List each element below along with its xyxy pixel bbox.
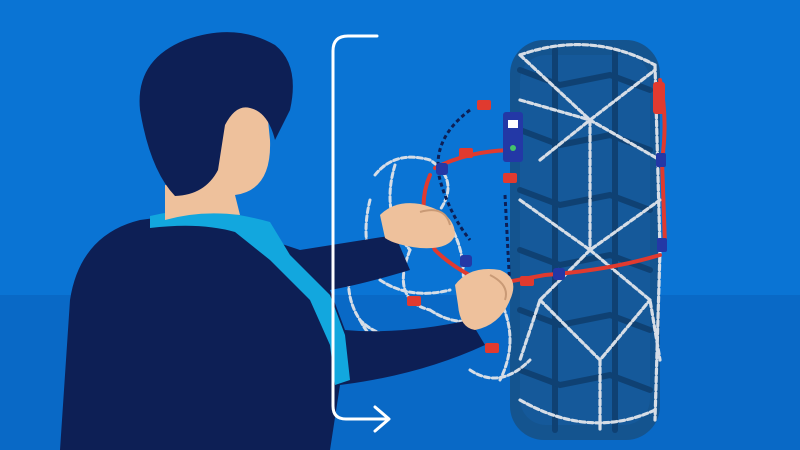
chain-hook [459, 148, 473, 158]
pull-direction-arrow-icon [331, 34, 391, 433]
chain-tensioner [503, 112, 523, 162]
chain-hook [477, 100, 491, 110]
chain-hook [503, 173, 517, 183]
ear [247, 134, 265, 162]
person [60, 32, 514, 450]
inner-cable [436, 108, 512, 291]
jacket [60, 212, 485, 450]
chain-hooks [407, 82, 665, 353]
hand-upper [380, 203, 455, 249]
chain-hook [653, 82, 665, 114]
hair [139, 32, 293, 196]
jacket-accent [150, 210, 350, 385]
chain-hook [485, 343, 499, 353]
chain-clamps [436, 153, 667, 280]
hand-lower [455, 269, 514, 330]
chain-hook [407, 296, 421, 306]
tire [510, 40, 660, 440]
chain-hook [520, 276, 534, 286]
